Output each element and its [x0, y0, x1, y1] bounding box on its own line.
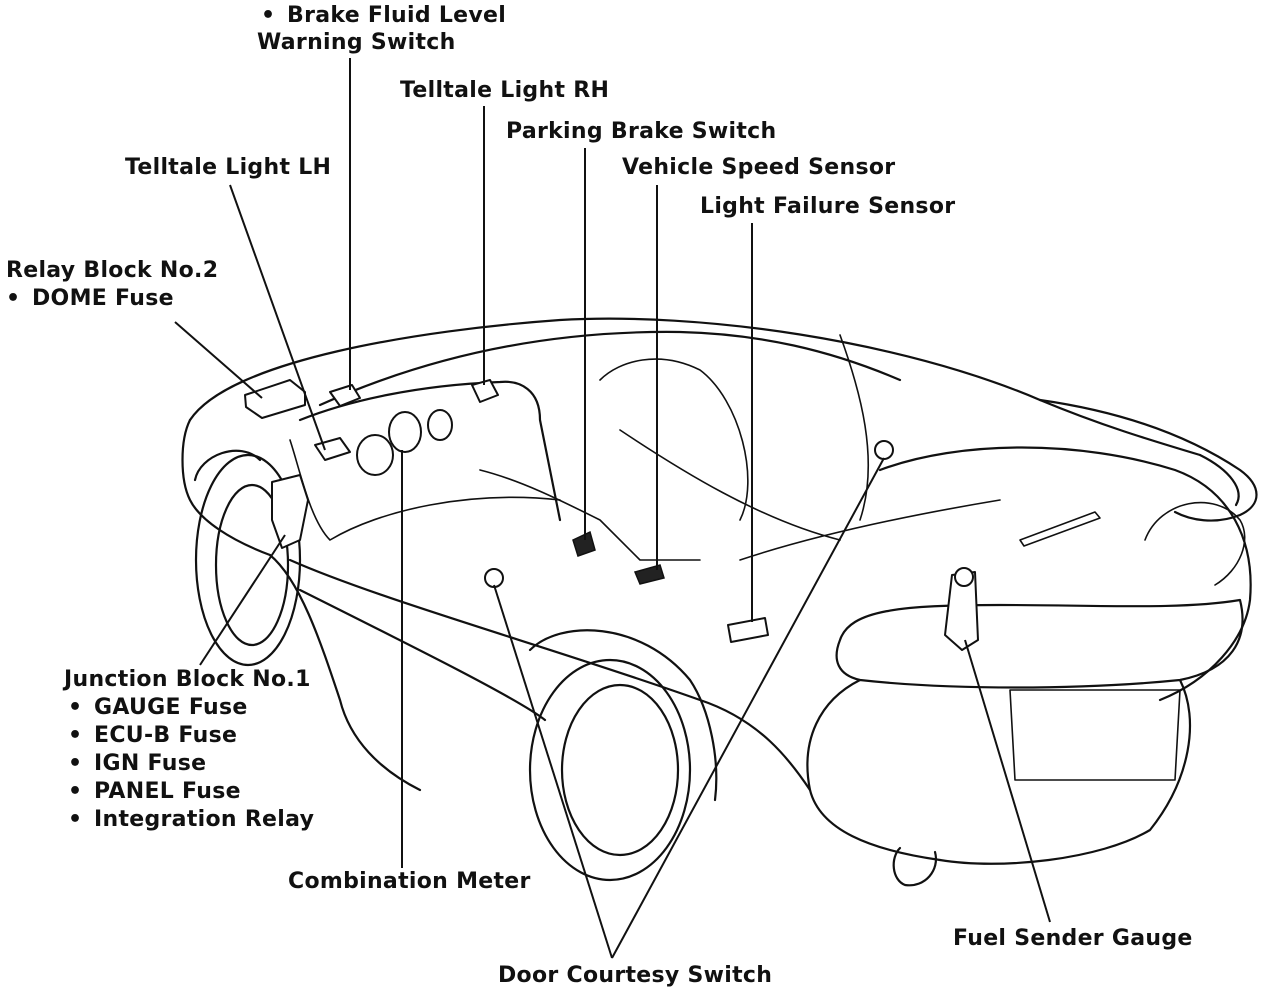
high-mount-light — [1019, 511, 1101, 547]
leader-relay-block — [174, 321, 263, 399]
label-combination-meter: Combination Meter — [288, 869, 531, 894]
rear-deck — [878, 446, 1252, 702]
tail-light-band — [835, 598, 1244, 689]
roof-line — [188, 317, 1202, 457]
relay-block-title: Relay Block No.2 — [6, 258, 219, 283]
front-wheel — [194, 453, 302, 667]
front-wheel-rim — [214, 483, 290, 647]
interior-rear — [739, 499, 1001, 561]
components — [244, 379, 979, 651]
label-light-failure: Light Failure Sensor — [700, 194, 956, 219]
label-parking-brake: Parking Brake Switch — [506, 119, 777, 144]
label-brake-fluid-switch-2: Warning Switch — [257, 30, 456, 55]
rear-spoiler — [1038, 398, 1258, 522]
junction-item-panel: PANEL Fuse — [64, 778, 314, 806]
license-plate-recess — [1009, 689, 1181, 781]
leader-door-right — [611, 457, 885, 959]
junction-item-gauge: GAUGE Fuse — [64, 694, 314, 722]
label-door-courtesy: Door Courtesy Switch — [498, 963, 773, 988]
junction-block-title: Junction Block No.1 — [64, 667, 311, 692]
rear-wheel — [528, 658, 692, 882]
junction-block-box — [271, 474, 309, 549]
junction-item-ecu-b: ECU-B Fuse — [64, 722, 314, 750]
label-brake-fluid-line1: Brake Fluid Level — [257, 2, 506, 30]
leader-lines — [174, 58, 1051, 959]
front-wheel-arch — [193, 449, 262, 482]
leader-door-left — [493, 584, 613, 959]
rear-spoiler-lower — [1198, 453, 1240, 507]
speed-sensor-part — [633, 564, 665, 585]
telltale-lh-part — [314, 437, 351, 461]
label-vehicle-speed: Vehicle Speed Sensor — [622, 155, 896, 180]
front-hood — [181, 418, 272, 557]
brake-fluid-switch — [329, 384, 361, 407]
fuel-sender-cap — [954, 567, 974, 587]
rear-wheel-arch — [528, 629, 718, 802]
relay-item-dome: DOME Fuse — [2, 285, 218, 313]
gauge-1 — [356, 434, 394, 476]
center-console — [479, 469, 701, 561]
seat-back — [599, 358, 749, 521]
junction-item-ign: IGN Fuse — [64, 750, 314, 778]
rear-wheel-rim — [560, 683, 680, 857]
label-relay-block: Relay Block No.2 DOME Fuse — [6, 257, 218, 313]
seat-cushion — [619, 429, 841, 541]
gauge-2 — [388, 411, 422, 453]
label-telltale-rh: Telltale Light RH — [400, 78, 610, 103]
leader-junction-block — [199, 534, 286, 666]
front-fender — [268, 553, 422, 792]
door-sill — [298, 588, 547, 722]
gauge-3 — [427, 409, 453, 441]
light-failure-part — [727, 617, 769, 643]
junction-item-integration-relay: Integration Relay — [64, 806, 314, 834]
door-switch-left — [484, 568, 504, 588]
leader-telltale-lh — [229, 184, 326, 451]
windshield-top — [318, 330, 902, 407]
label-brake-fluid-switch: Brake Fluid Level — [257, 2, 506, 30]
label-fuel-sender: Fuel Sender Gauge — [953, 926, 1193, 951]
label-telltale-lh: Telltale Light LH — [125, 155, 332, 180]
door-switch-right — [874, 440, 894, 460]
leader-fuel-sender — [964, 639, 1051, 923]
label-junction-block: Junction Block No.1 GAUGE Fuse ECU-B Fus… — [64, 666, 314, 834]
rear-bumper-lower — [938, 678, 1192, 865]
rear-bumper — [806, 678, 942, 862]
exhaust-pipe — [892, 846, 938, 887]
rocker-line — [288, 558, 812, 792]
tail-light-left — [1144, 501, 1246, 586]
relay-block-box — [244, 379, 306, 419]
rear-window — [839, 334, 870, 521]
